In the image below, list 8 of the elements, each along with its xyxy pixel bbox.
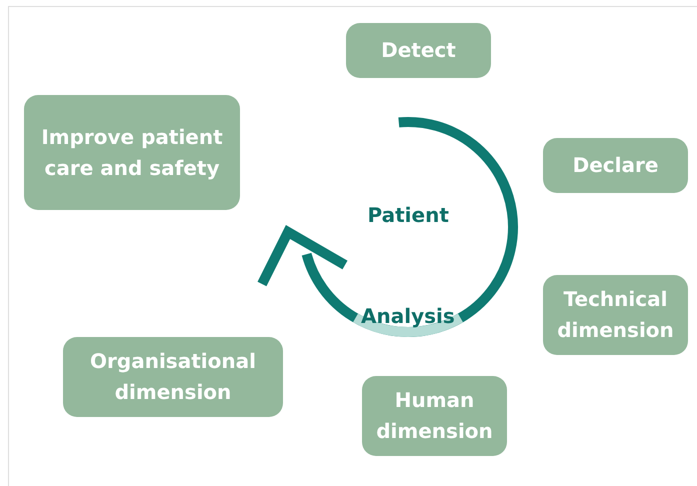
step-box: Organisational dimension (63, 337, 283, 417)
step-box: Declare (543, 138, 688, 193)
step-box: Improve patient care and safety (24, 95, 240, 210)
step-box: Human dimension (362, 376, 507, 456)
step-box: Detect (346, 23, 491, 78)
center-label: Patient (368, 203, 449, 227)
step-box: Technical dimension (543, 275, 688, 355)
arc-label: Analysis (361, 304, 455, 328)
